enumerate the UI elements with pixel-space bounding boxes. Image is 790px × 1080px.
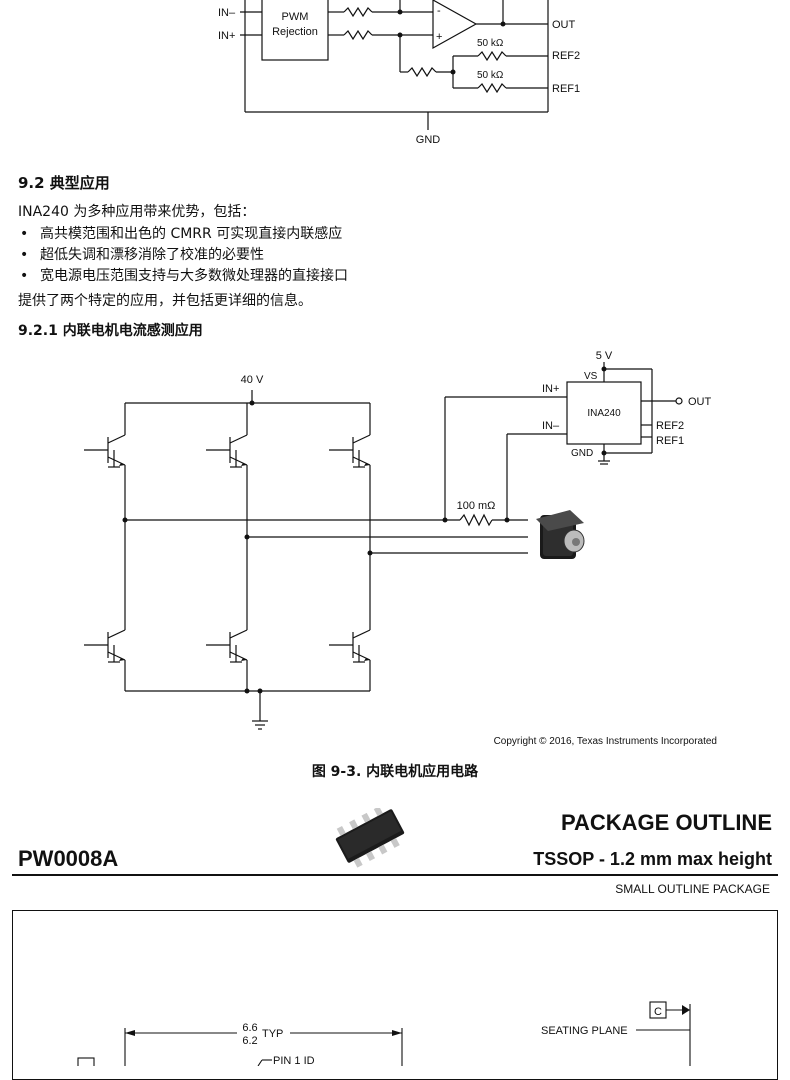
list-item: 高共模范围和出色的 CMRR 可实现直接内联感应: [18, 224, 348, 245]
label-ref2: REF2: [552, 50, 580, 62]
label-out: OUT: [552, 19, 576, 31]
datum-c: C: [654, 1006, 662, 1018]
pwm-label-2: Rejection: [272, 26, 318, 38]
package-outline-title: PACKAGE OUTLINE: [560, 810, 772, 835]
label-in-plus: IN+: [218, 30, 235, 42]
dim-bottom: 6.2: [242, 1035, 257, 1047]
seating-plane-label: SEATING PLANE: [541, 1025, 628, 1037]
list-item: 宽电源电压范围支持与大多数微处理器的直接接口: [18, 266, 348, 287]
package-subtitle: TSSOP - 1.2 mm max height: [533, 849, 772, 869]
dim-top: 6.6: [242, 1022, 257, 1034]
package-chip-icon: [335, 808, 405, 868]
opamp-plus: +: [436, 31, 442, 43]
part-number: PW0008A: [18, 846, 119, 871]
opamp-minus: -: [437, 5, 441, 17]
list-item: 超低失调和漂移消除了校准的必要性: [18, 245, 348, 266]
dim-typ: TYP: [262, 1028, 283, 1040]
label-motor-out: OUT: [688, 396, 712, 408]
label-gnd: GND: [416, 134, 441, 146]
motor-icon: [536, 510, 585, 559]
label-in-minus: IN–: [218, 7, 236, 19]
pin1-label: PIN 1 ID: [273, 1055, 315, 1066]
benefit-list: 高共模范围和出色的 CMRR 可实现直接内联感应 超低失调和漂移消除了校准的必要…: [18, 224, 348, 287]
label-motor-in-minus: IN–: [542, 420, 560, 432]
top-amplifier-schematic: IN– IN+ PWM Rejection - + OUT 50 kΩ REF2…: [218, 0, 580, 146]
package-type: SMALL OUTLINE PACKAGE: [615, 882, 770, 896]
copyright-text: Copyright © 2016, Texas Instruments Inco…: [494, 736, 717, 747]
section-title-9-2-1: 9.2.1 内联电机电流感测应用: [18, 323, 203, 339]
label-ref1: REF1: [552, 83, 580, 95]
section-intro: INA240 为多种应用带来优势，包括：: [18, 204, 256, 220]
label-r1: 50 kΩ: [477, 38, 504, 49]
header-rule: [12, 874, 778, 876]
label-motor-in-plus: IN+: [542, 383, 559, 395]
label-motor-ref2: REF2: [656, 420, 684, 432]
pwm-label-1: PWM: [282, 11, 309, 23]
label-40v: 40 V: [241, 374, 264, 386]
section-title-9-2: 9.2 典型应用: [18, 174, 110, 192]
label-motor-ref1: REF1: [656, 435, 684, 447]
label-5v: 5 V: [596, 350, 613, 362]
label-motor-gnd: GND: [571, 448, 593, 459]
section-outro: 提供了两个特定的应用，并包括更详细的信息。: [18, 293, 312, 309]
package-dimension-drawing: 6.6 6.2 TYP C SEATING PLANE PIN 1 ID: [77, 1001, 691, 1066]
label-vs: VS: [584, 371, 598, 382]
chip-label: INA240: [587, 408, 621, 419]
motor-current-sense-schematic: 40 V 5 V VS IN+ IN– INA240 OUT REF2 REF1…: [84, 350, 717, 747]
figure-caption: 图 9-3. 内联电机应用电路: [311, 764, 479, 780]
label-r2: 50 kΩ: [477, 70, 504, 81]
label-shunt: 100 mΩ: [457, 500, 496, 512]
